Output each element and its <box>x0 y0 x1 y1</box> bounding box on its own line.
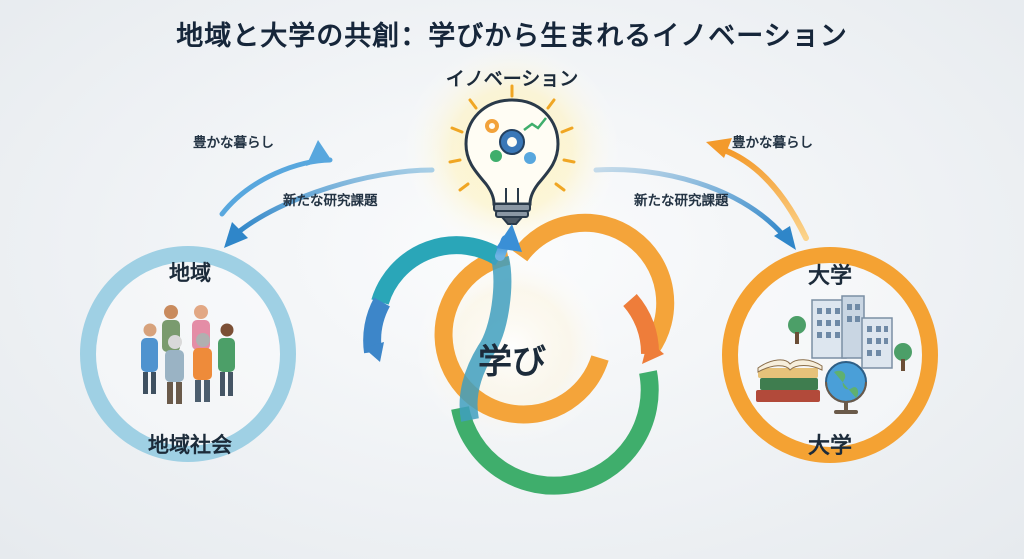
community-bottom-label: 地域社会 <box>148 433 232 457</box>
left-new-research-label: 新たな研究課題 <box>283 193 378 209</box>
community-top-label: 地域 <box>169 261 211 285</box>
innovation-label: イノベーション <box>445 68 579 90</box>
lightbulb-gears-icon <box>448 84 576 225</box>
right-rich-life-label: 豊かな暮らし <box>732 135 813 151</box>
arrowhead-upper-left <box>306 140 330 166</box>
arrowhead-upper-right <box>706 138 732 158</box>
center-learning-label: 学び <box>478 342 546 382</box>
university-building-icon <box>756 295 912 414</box>
left-cycle-arrows <box>219 140 435 248</box>
books-icon <box>756 359 823 402</box>
left-rich-life-label: 豊かな暮らし <box>193 135 274 151</box>
ring-right <box>512 213 675 356</box>
arrowhead-left-ring <box>364 342 384 362</box>
university-top-label: 大学 <box>807 264 852 289</box>
page-title: 地域と大学の共創：学びから生まれるイノベーション <box>176 21 848 52</box>
university-bottom-label: 大学 <box>807 434 852 459</box>
community-ring <box>80 246 296 462</box>
arrowhead-right-ring <box>642 340 664 364</box>
arrowhead-lower-right <box>774 226 796 250</box>
people-group-icon <box>141 305 235 404</box>
arrowhead-lower-left <box>224 222 248 248</box>
right-cycle-arrows <box>593 138 809 250</box>
right-new-research-label: 新たな研究課題 <box>634 193 729 209</box>
learning-rings <box>363 213 675 495</box>
globe-icon <box>825 361 867 414</box>
arrowhead-up-to-bulb <box>496 224 522 252</box>
